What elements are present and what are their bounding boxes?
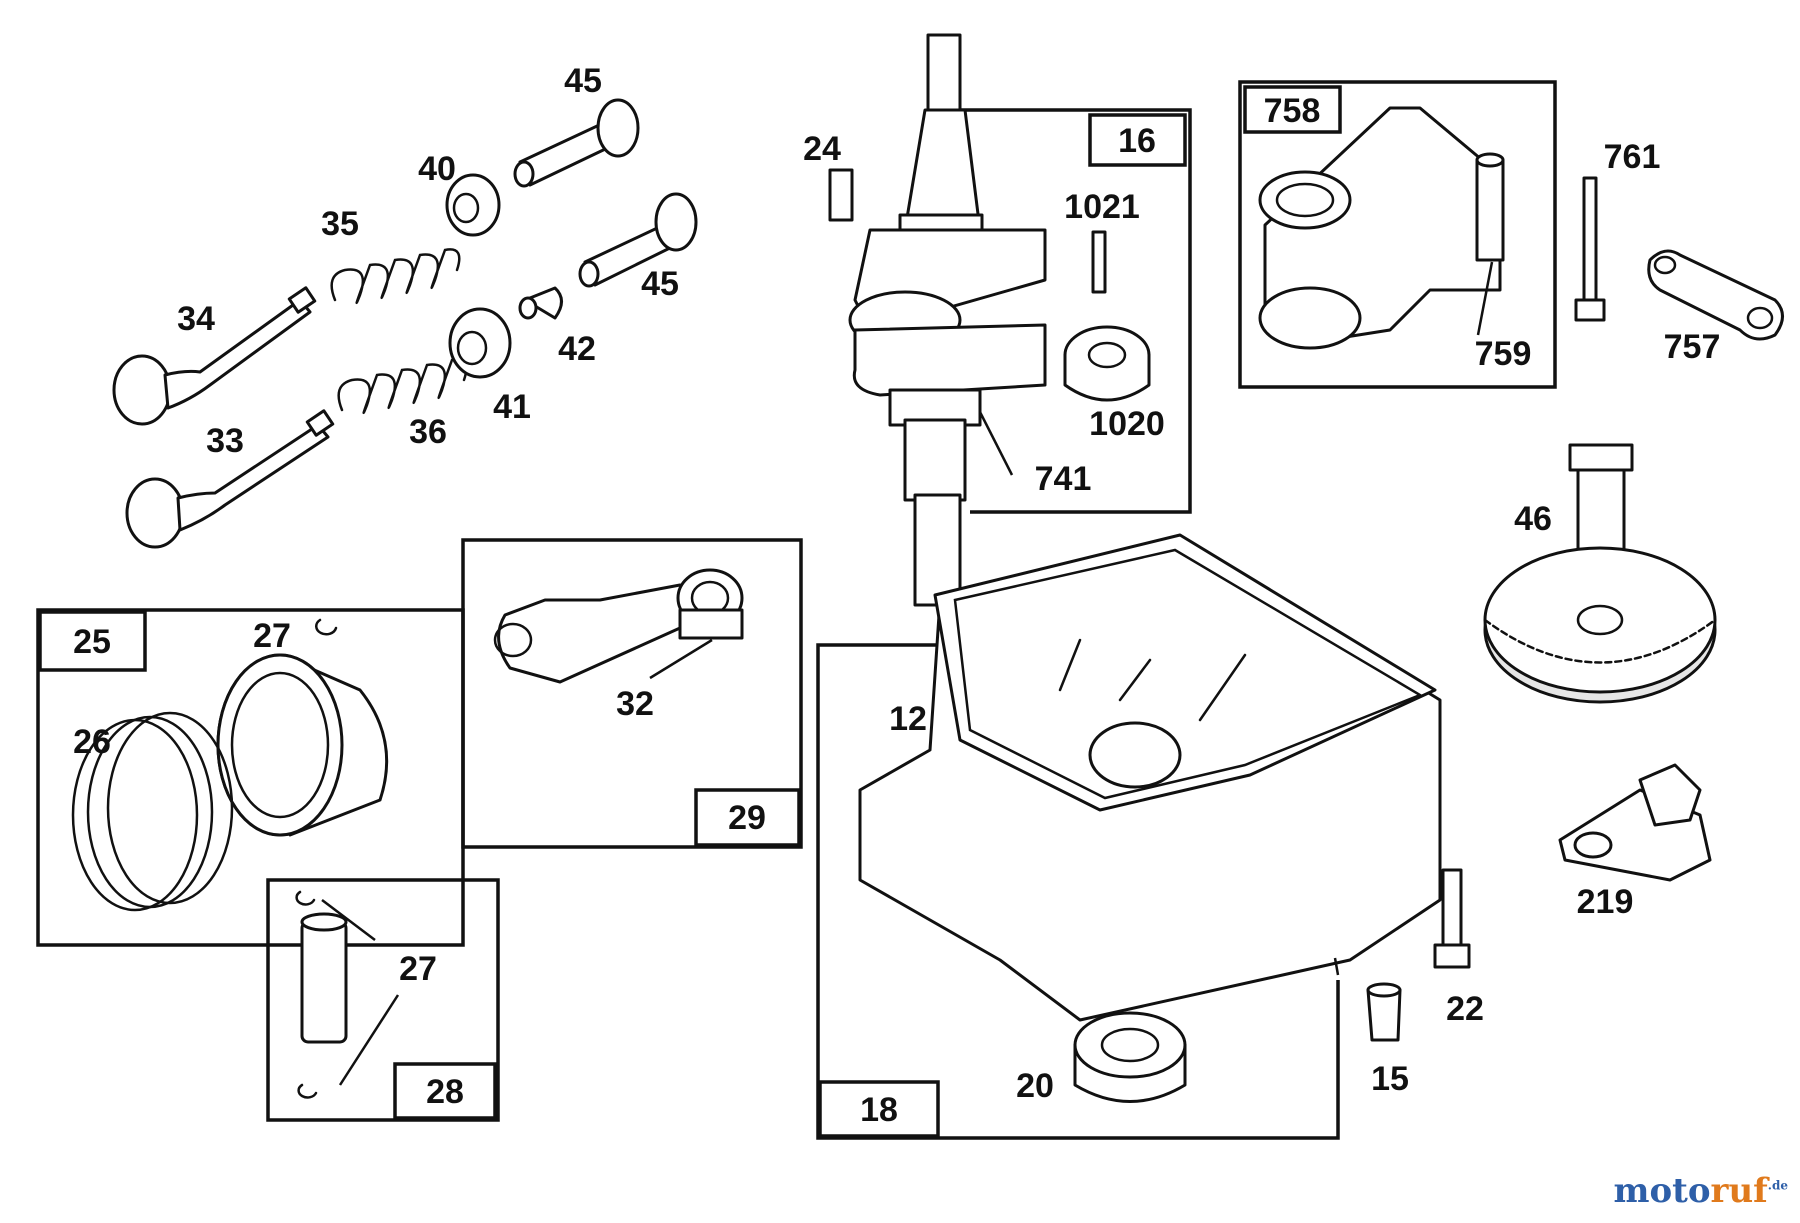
plug-15 [1366, 982, 1402, 1042]
tappet-45-top [513, 98, 640, 188]
callout-219: 219 [1577, 883, 1634, 921]
group-label-25: 25 [73, 623, 111, 661]
watermark-part2: ruf [1710, 1171, 1768, 1211]
callout-45-bottom: 45 [641, 265, 679, 303]
callout-22: 22 [1446, 990, 1484, 1028]
group-label-29: 29 [728, 799, 766, 837]
ring-1020 [1063, 325, 1151, 402]
rings-26 [71, 711, 234, 912]
callout-1021: 1021 [1064, 188, 1140, 226]
callout-759: 759 [1475, 335, 1532, 373]
group-29: 29 [461, 538, 803, 849]
callout-1020: 1020 [1089, 405, 1165, 443]
callout-34: 34 [177, 300, 215, 338]
bracket-758 [1258, 106, 1502, 350]
pin-1021 [1091, 230, 1107, 294]
callout-35: 35 [321, 205, 359, 243]
callout-761: 761 [1604, 138, 1661, 176]
key-24 [828, 168, 854, 222]
callout-27-pin: 27 [399, 950, 437, 988]
callout-45-top: 45 [564, 62, 602, 100]
camshaft-46 [1483, 443, 1717, 704]
group-label-28: 28 [426, 1073, 464, 1111]
retainer-41 [448, 307, 512, 379]
group-16: 16 [953, 95, 1192, 514]
lever-757 [1647, 249, 1784, 341]
callout-15: 15 [1371, 1060, 1409, 1098]
conrod-29 [493, 568, 744, 684]
callout-27-top: 27 [253, 617, 291, 655]
callout-12: 12 [889, 700, 927, 738]
callout-42: 42 [558, 330, 596, 368]
callout-24: 24 [803, 130, 841, 168]
governor-219 [1558, 763, 1712, 882]
leader-759 [1476, 261, 1494, 336]
group-28: 28 [266, 878, 500, 1122]
collet-42 [518, 286, 563, 320]
callout-33: 33 [206, 422, 244, 460]
bolt-761 [1574, 176, 1606, 322]
callout-26: 26 [73, 723, 111, 761]
sump-18 [858, 533, 1442, 1022]
pin-759 [1475, 152, 1505, 262]
seal-20 [1073, 1011, 1187, 1103]
spring-35 [330, 248, 461, 305]
group-label-18: 18 [860, 1091, 898, 1129]
watermark-suffix: .de [1767, 1178, 1788, 1193]
leader-27-b [338, 994, 400, 1086]
callout-32: 32 [616, 685, 654, 723]
leader-27-a [321, 899, 376, 941]
tappet-45-bottom [578, 192, 698, 288]
group-18: 18 [816, 643, 1340, 1140]
callout-41: 41 [493, 388, 531, 426]
callout-46: 46 [1514, 500, 1552, 538]
valve-34 [112, 286, 317, 426]
spring-36 [337, 358, 468, 415]
watermark-part1: moto [1613, 1171, 1711, 1211]
clip-27-top [315, 618, 338, 636]
crankshaft-741 [848, 33, 1047, 607]
screw-22 [1433, 868, 1471, 969]
callout-36: 36 [409, 413, 447, 451]
callout-20: 20 [1016, 1067, 1054, 1105]
callout-741: 741 [1035, 460, 1092, 498]
leader-18 [1333, 957, 1340, 976]
leader-741 [978, 411, 1014, 476]
group-label-16: 16 [1118, 122, 1156, 160]
callout-757: 757 [1664, 328, 1721, 366]
retainer-40 [445, 173, 501, 237]
piston-25 [216, 653, 389, 837]
leader-32 [649, 638, 713, 680]
callout-40: 40 [418, 150, 456, 188]
group-label-758: 758 [1264, 92, 1321, 130]
group-758: 758 [1238, 80, 1557, 389]
valve-33 [125, 409, 335, 549]
wrist-pin-28 [295, 890, 348, 1099]
watermark-logo: motoruf.de [1613, 1171, 1788, 1211]
